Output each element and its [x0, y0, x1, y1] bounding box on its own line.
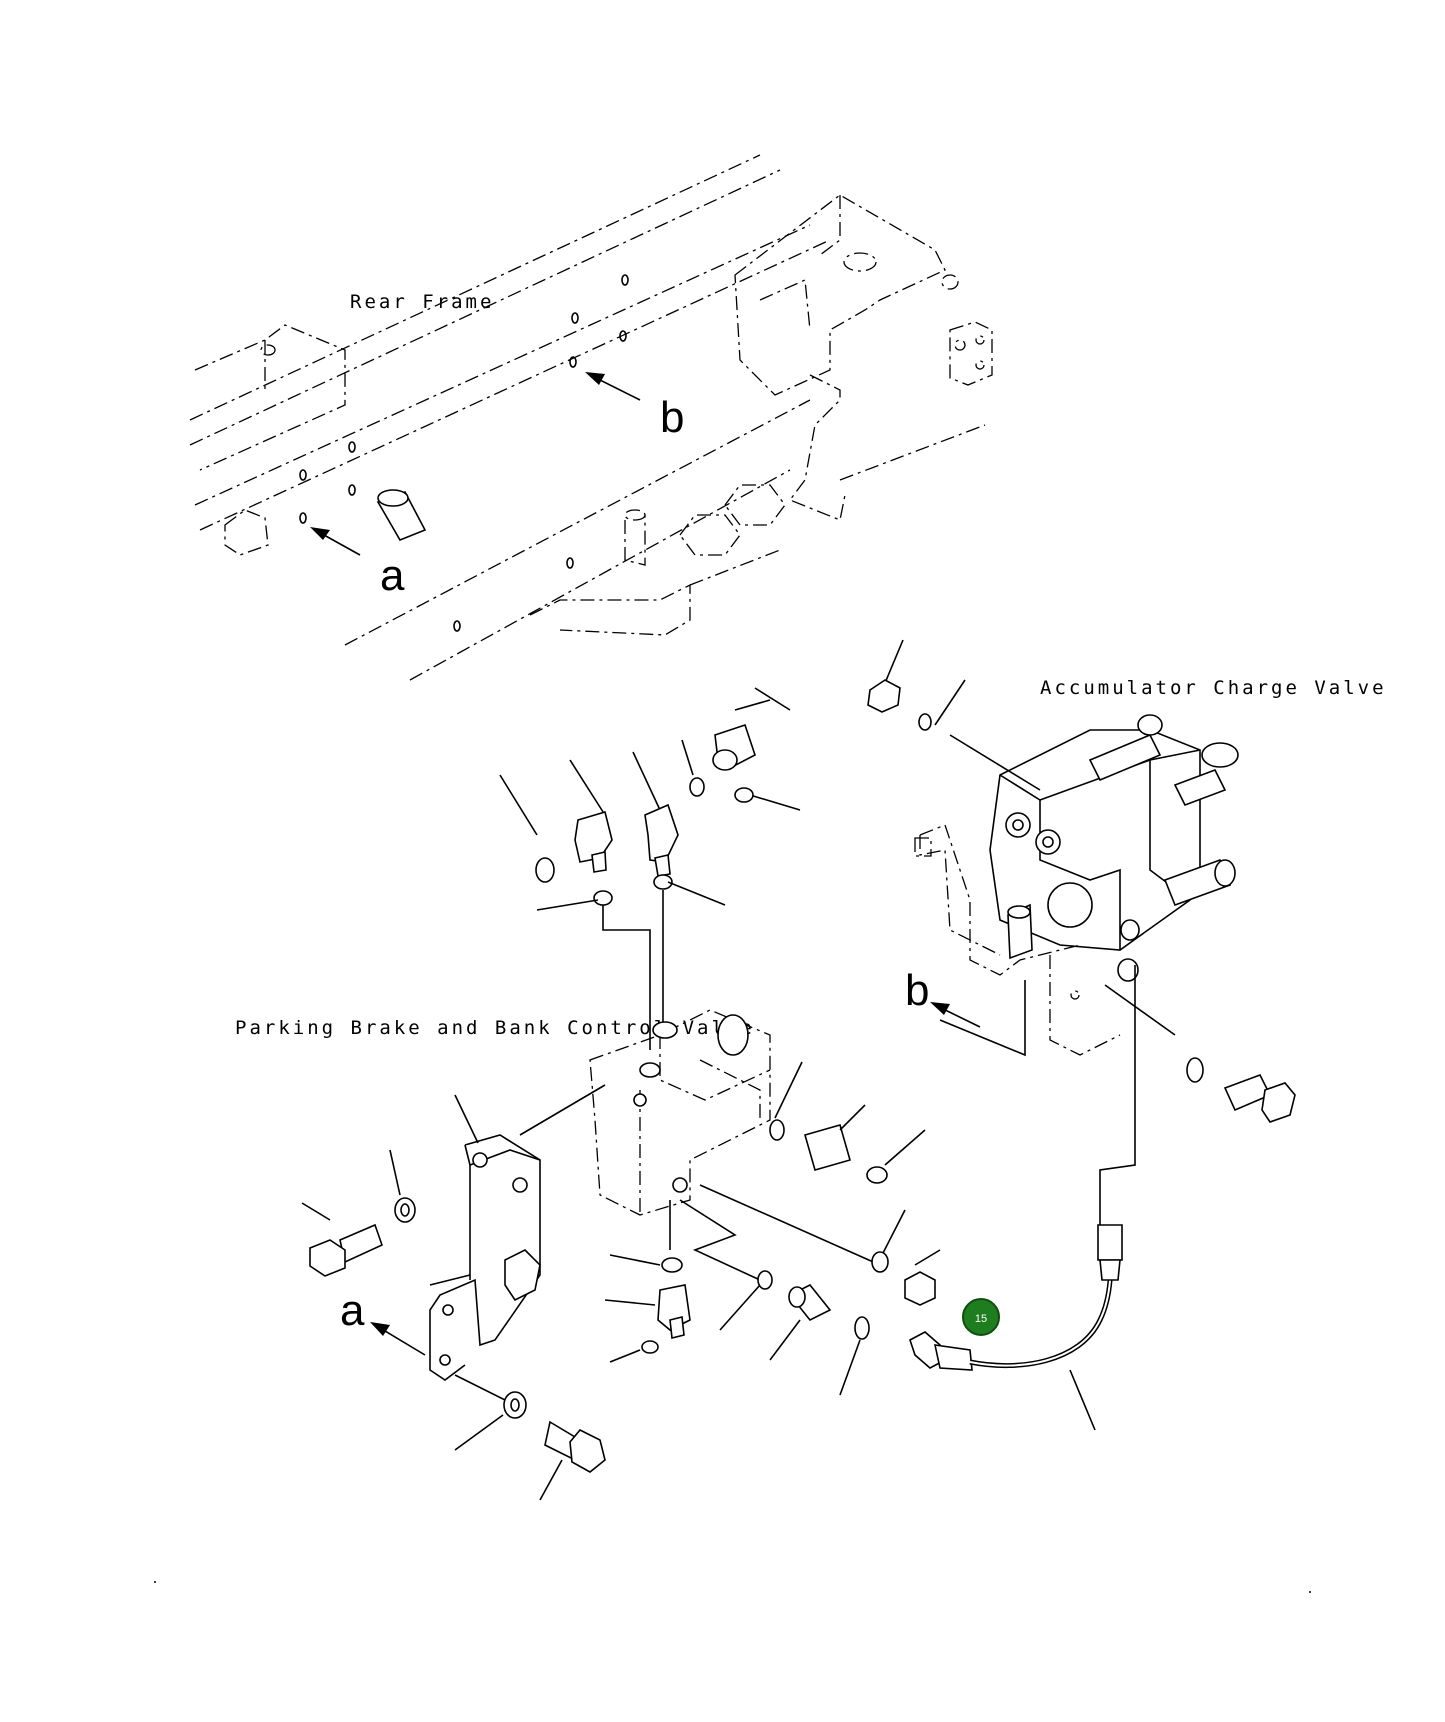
view-arrow-a-low: a — [340, 1286, 426, 1356]
arrow-label-b-mid: b — [905, 966, 929, 1015]
bracket-plate — [301, 1094, 606, 1501]
arrow-label-a-top: a — [380, 551, 405, 600]
callout-15-number: 15 — [975, 1313, 987, 1325]
hydraulic-hose — [909, 1224, 1123, 1431]
rear-frame-label: Rear Frame — [350, 291, 494, 313]
view-arrow-a-top: a — [310, 527, 405, 600]
callout-15-badge[interactable]: 15 — [962, 1298, 1000, 1336]
upper-fittings — [499, 687, 801, 1050]
arrow-label-a-low: a — [340, 1286, 365, 1335]
accumulator-label: Accumulator Charge Valve — [1040, 677, 1387, 699]
parking-brake-valve: Parking Brake and Bank Control Valve — [235, 1009, 941, 1306]
lower-fittings — [604, 1199, 870, 1396]
view-arrow-b-mid: b — [905, 966, 981, 1028]
accumulator-charge-valve: Accumulator Charge Valve — [867, 639, 1387, 1225]
view-arrow-b-top: b — [585, 372, 684, 442]
arrow-label-b-top: b — [660, 393, 684, 442]
parking-brake-label: Parking Brake and Bank Control Valve — [235, 1017, 755, 1039]
rear-frame — [189, 154, 993, 681]
